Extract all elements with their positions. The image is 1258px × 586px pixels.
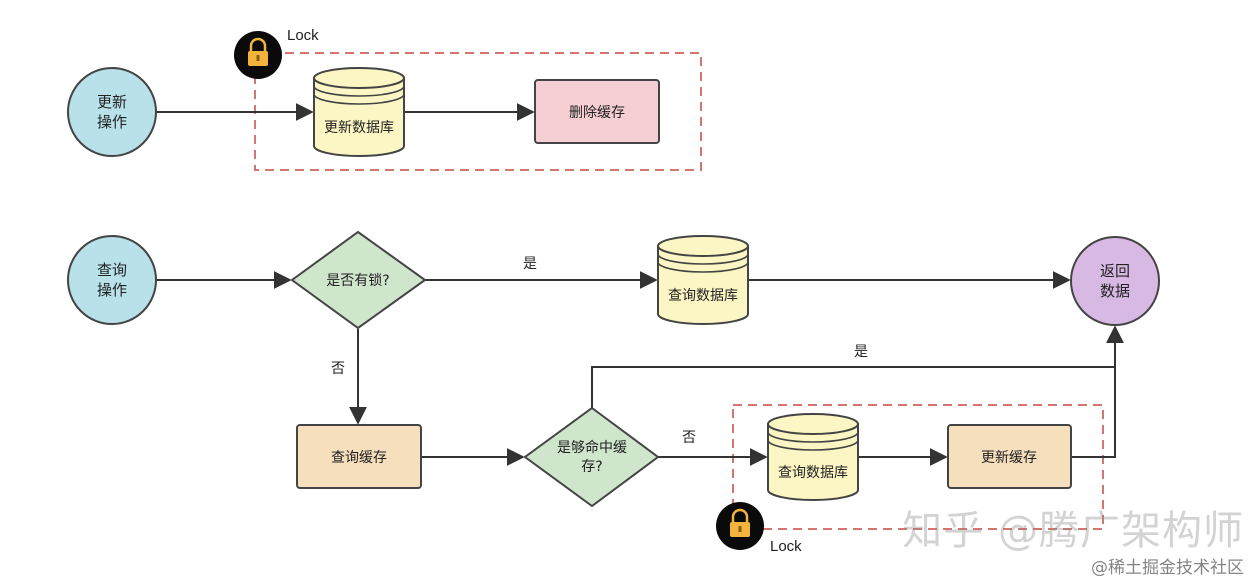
return-data-node: 返回 数据	[1070, 236, 1160, 326]
watermark-zhihu: 知乎 @腾广架构师	[902, 508, 1244, 554]
delete-cache-node: 删除缓存	[534, 79, 660, 144]
query-op-line2: 操作	[97, 281, 127, 299]
lock-region-bottom	[732, 404, 1104, 530]
hit-cache-line1: 是够命中缓	[557, 439, 627, 456]
update-cache-node: 更新缓存	[947, 424, 1072, 489]
update-cache-label: 更新缓存	[981, 450, 1037, 466]
update-operation-node: 更新 操作	[67, 67, 157, 157]
lock-label-bottom: Lock	[770, 538, 802, 555]
query-op-line1: 查询	[97, 261, 127, 279]
edge-label-no-hit: 否	[682, 430, 696, 446]
delete-cache-label: 删除缓存	[569, 105, 625, 121]
query-database-bottom-node: 查询数据库	[767, 413, 859, 501]
edge-label-yes-hit: 是	[854, 344, 868, 360]
edge-update-cache-to-return	[1071, 325, 1124, 458]
lock-icon	[234, 31, 282, 79]
query-database-top-node: 查询数据库	[657, 235, 749, 325]
return-data-line2: 数据	[1100, 282, 1130, 300]
update-op-line2: 操作	[97, 113, 127, 131]
edge-label-no-down: 否	[331, 361, 345, 377]
query-db-top-label: 查询数据库	[668, 288, 738, 304]
query-operation-node: 查询 操作	[67, 235, 157, 325]
lock-icon	[716, 502, 764, 550]
update-database-node: 更新数据库	[313, 67, 405, 157]
query-cache-label: 查询缓存	[331, 450, 387, 466]
edge-hit-yes	[591, 366, 1115, 408]
edges	[156, 103, 1124, 466]
has-lock-label: 是否有锁?	[326, 273, 389, 289]
edge-label-yes-top: 是	[523, 256, 537, 272]
update-op-line1: 更新	[97, 93, 127, 111]
hit-cache-decision: 是够命中缓 存?	[523, 406, 660, 508]
query-cache-node: 查询缓存	[296, 424, 422, 489]
update-db-label: 更新数据库	[324, 120, 394, 136]
lock-label-top: Lock	[287, 27, 319, 44]
has-lock-decision: 是否有锁?	[290, 230, 427, 330]
hit-cache-line2: 存?	[581, 459, 602, 475]
query-db-bottom-label: 查询数据库	[778, 465, 848, 481]
watermark-juejin: @稀土掘金技术社区	[1091, 558, 1244, 578]
return-data-line1: 返回	[1100, 262, 1130, 280]
